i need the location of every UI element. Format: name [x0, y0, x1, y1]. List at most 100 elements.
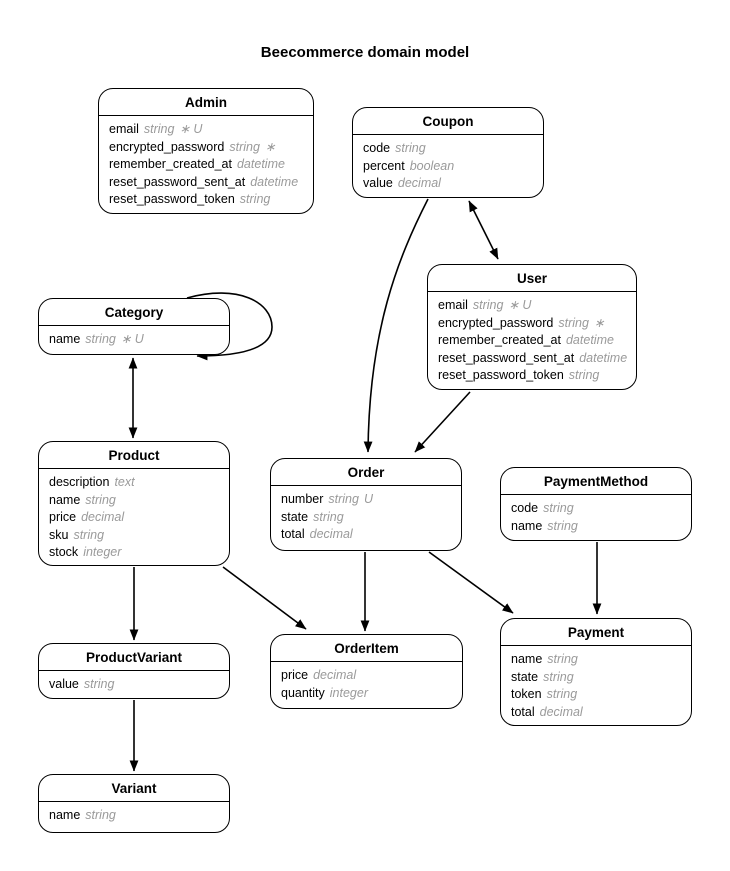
field-type: string [547, 652, 578, 666]
field-type: string [543, 501, 574, 515]
field-type: string [543, 669, 574, 684]
field-name: number [281, 492, 324, 506]
field-flags: U [363, 492, 373, 506]
entity-title-payment: Payment [501, 619, 691, 646]
entity-title-orderitem: OrderItem [271, 635, 462, 662]
field-type: string [395, 141, 426, 155]
field-row: name string [511, 651, 681, 669]
field-type: datetime [250, 174, 299, 189]
entity-title-coupon: Coupon [353, 108, 543, 135]
field-flags: ∗ U [120, 332, 144, 346]
field-type: string [313, 509, 344, 524]
field-name: quantity [281, 685, 325, 700]
field-type: string [83, 677, 115, 691]
entity-title-paymentmethod: PaymentMethod [501, 468, 691, 495]
field-type: string [143, 122, 175, 136]
field-type: string [328, 492, 359, 506]
field-row: remember_created_at datetime [109, 156, 303, 174]
field-flags: ∗ U [179, 122, 203, 136]
field-row: state string [281, 509, 451, 527]
field-type: integer [83, 545, 122, 559]
field-name: token [511, 687, 542, 701]
entity-variant: Variant name string [38, 774, 230, 833]
field-name: name [49, 808, 81, 822]
entity-title-category: Category [39, 299, 229, 326]
field-name: total [281, 527, 305, 541]
field-name: reset_password_token [438, 368, 564, 382]
field-name: code [511, 501, 539, 515]
field-type: datetime [236, 157, 285, 171]
field-name: name [511, 518, 543, 533]
field-name: reset_password_sent_at [109, 174, 246, 189]
field-type: integer [329, 685, 369, 700]
field-type: decimal [81, 510, 125, 524]
entity-title-order: Order [271, 459, 461, 486]
field-type: decimal [313, 668, 357, 682]
field-name: email [438, 298, 468, 312]
field-flags: ∗ [593, 315, 605, 330]
field-name: name [511, 652, 543, 666]
entity-title-productvariant: ProductVariant [39, 644, 229, 671]
edge-order-payment [428, 551, 514, 614]
field-type: string [73, 527, 105, 542]
field-type: string [85, 332, 116, 346]
field-name: value [363, 176, 393, 190]
field-type: datetime [579, 350, 628, 365]
entity-fields-variant: name string [39, 802, 229, 828]
field-name: stock [49, 545, 79, 559]
field-name: code [363, 141, 391, 155]
field-type: string [229, 139, 260, 154]
field-name: percent [363, 158, 405, 173]
edge-coupon-user [468, 200, 499, 260]
field-type: string [558, 315, 589, 330]
entity-title-admin: Admin [99, 89, 313, 116]
field-row: code string [363, 140, 533, 158]
field-name: remember_created_at [109, 157, 232, 171]
entity-title-variant: Variant [39, 775, 229, 802]
field-type: string [546, 687, 578, 701]
field-flags: ∗ [264, 139, 276, 154]
field-type: string [239, 192, 271, 206]
diagram-title: Beecommerce domain model [260, 44, 470, 61]
field-type: decimal [539, 704, 583, 719]
field-type: string [568, 368, 600, 382]
field-name: remember_created_at [438, 333, 561, 347]
field-name: reset_password_token [109, 192, 235, 206]
field-row: token string [511, 686, 681, 704]
field-name: sku [49, 527, 69, 542]
field-name: reset_password_sent_at [438, 350, 575, 365]
entity-fields-orderitem: price decimal quantity integer [271, 662, 462, 705]
field-row: reset_password_sent_at datetime [109, 174, 303, 192]
entity-title-user: User [428, 265, 636, 292]
field-name: price [281, 668, 309, 682]
field-row: reset_password_token string [438, 367, 626, 385]
field-row: price decimal [281, 667, 452, 685]
field-type: string [85, 808, 116, 822]
field-name: state [281, 509, 309, 524]
field-row: stock integer [49, 544, 219, 562]
field-row: name string [49, 807, 219, 825]
